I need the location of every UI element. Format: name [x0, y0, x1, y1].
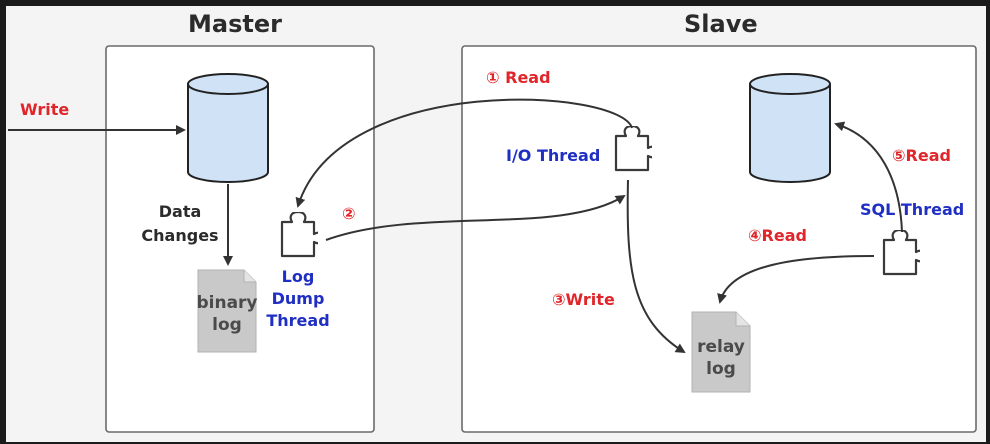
- log-dump-thread-label: Log Dump Thread: [258, 266, 338, 332]
- binlog-transfer-arrow: [325, 194, 626, 241]
- slave-title: Slave: [684, 10, 758, 38]
- read-request-arrow: [295, 98, 633, 208]
- sql-apply-arrow: [834, 121, 903, 233]
- step4-read-label: ④Read: [748, 226, 807, 245]
- data-changes-line-2: Changes: [141, 226, 219, 245]
- step5-read-label: ⑤Read: [892, 146, 951, 165]
- relay-log-line-2: log: [706, 359, 736, 379]
- write-label: Write: [20, 100, 70, 119]
- relay-log-label: relay log: [690, 336, 752, 380]
- io-thread-label: I/O Thread: [506, 146, 601, 165]
- step3-write-label: ③Write: [552, 290, 615, 309]
- master-database-icon: [187, 73, 269, 183]
- step1-read-label: ① Read: [486, 68, 551, 87]
- master-title: Master: [188, 10, 282, 38]
- binary-log-line-2: log: [212, 315, 242, 335]
- sql-thread-label: SQL Thread: [860, 200, 965, 219]
- log-dump-thread-line-3: Thread: [266, 311, 330, 330]
- data-changes-line-1: Data: [158, 202, 202, 221]
- relay-log-fold: [735, 312, 750, 327]
- step2-label: ②: [342, 204, 356, 223]
- binary-log-fold: [243, 270, 256, 283]
- binary-log-document-icon: [197, 269, 257, 353]
- relay-log-document-icon: [691, 311, 751, 393]
- log-dump-thread-line-2: Dump: [271, 289, 325, 308]
- binary-log-line-1: binary: [196, 293, 258, 313]
- slave-panel: [461, 45, 977, 433]
- slave-database-icon: [749, 73, 831, 183]
- log-dump-thread-line-1: Log: [281, 267, 315, 286]
- relay-read-arrow: [717, 255, 875, 304]
- binary-log-label: binary log: [196, 292, 258, 336]
- master-panel: [105, 45, 375, 433]
- data-changes-label: Data Changes: [140, 200, 220, 248]
- relay-write-arrow: [626, 179, 686, 354]
- relay-log-line-1: relay: [697, 337, 745, 357]
